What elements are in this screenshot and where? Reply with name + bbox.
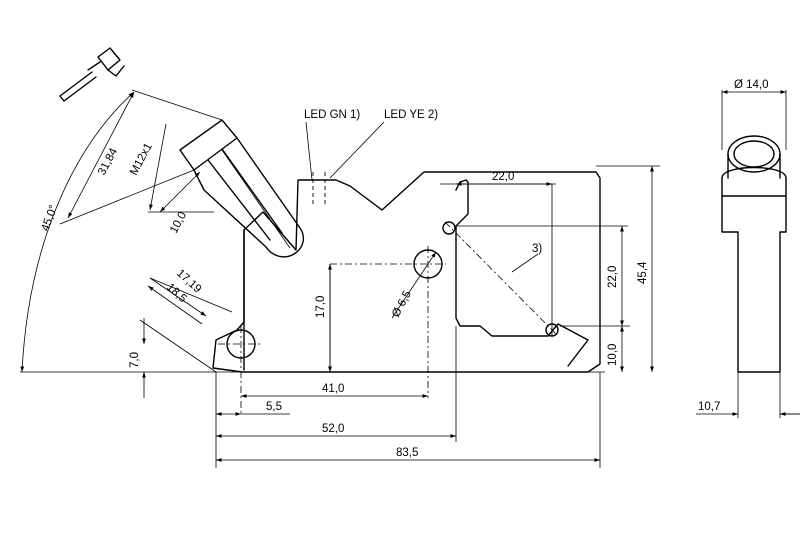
dim-10-7: 10,7	[698, 401, 720, 413]
dim-thread: M12x1	[128, 141, 155, 177]
dim-side-dia: Ø 14,0	[734, 79, 769, 91]
side-view	[696, 90, 800, 418]
dim-83-5: 83,5	[396, 447, 418, 459]
dim-45-4: 45,4	[637, 261, 649, 284]
sensor-cylinder	[179, 119, 305, 258]
dim-5-5: 5,5	[266, 401, 282, 413]
dim-7-0: 7,0	[129, 352, 141, 368]
dim-hole-dia: Ø 6,5	[390, 289, 414, 319]
label-led-ye: LED YE 2)	[384, 109, 438, 121]
dim-angle: 45,0°	[40, 204, 61, 233]
dim-41-0: 41,0	[322, 383, 344, 395]
dim-31-84: 31,84	[96, 146, 120, 178]
dim-22-0-h: 22,0	[492, 171, 514, 183]
extension-lines	[20, 89, 660, 468]
label-led-gn: LED GN 1)	[304, 109, 360, 121]
center-lines	[218, 172, 557, 414]
dimension-lines	[20, 91, 654, 462]
dim-52-0: 52,0	[322, 423, 344, 435]
connector-cable	[59, 47, 125, 102]
dim-22-0-v: 22,0	[607, 266, 619, 288]
label-ref-3: 3)	[532, 243, 542, 255]
dim-10-0-v: 10,0	[607, 344, 619, 366]
dim-17-0: 17,0	[315, 296, 327, 318]
labels: LED GN 1) LED YE 2) 3) 45,0° 31,84 M12x1…	[40, 79, 769, 459]
mounting-holes	[226, 221, 559, 359]
bracket-outline	[212, 171, 601, 373]
dim-10-0-angled: 10,0	[168, 210, 189, 235]
